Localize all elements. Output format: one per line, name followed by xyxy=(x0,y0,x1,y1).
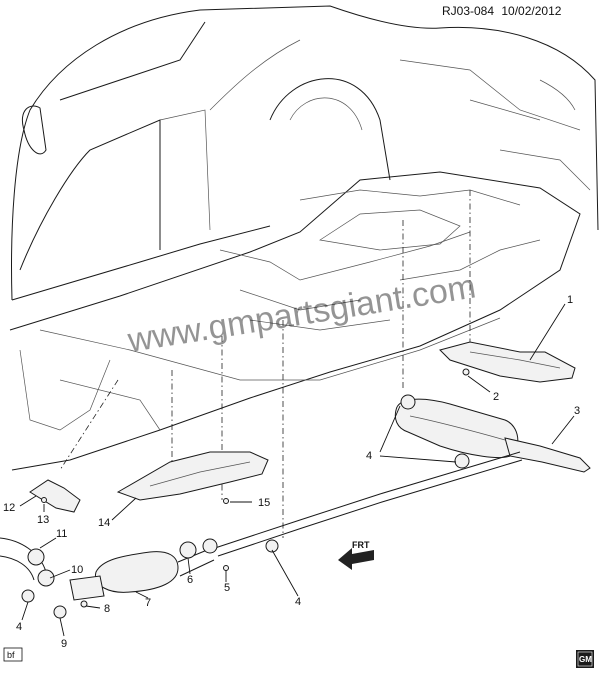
callout-labels: 1 2 3 4 4 4 5 6 7 8 9 10 11 12 13 14 15 xyxy=(3,294,580,650)
gm-logo-text: GM xyxy=(579,655,592,664)
callout-4: 4 xyxy=(366,450,372,462)
rear-muffler xyxy=(394,398,519,459)
vehicle-body xyxy=(11,5,599,301)
callout-7: 7 xyxy=(145,597,151,609)
callout-12: 12 xyxy=(3,502,15,514)
callout-3: 3 xyxy=(574,405,580,417)
front-heat-shield xyxy=(29,479,81,513)
front-direction-indicator: FRT xyxy=(338,540,374,570)
callout-6: 6 xyxy=(187,574,193,586)
underbody-floor xyxy=(9,171,581,471)
leader-lines xyxy=(19,303,575,637)
callout-1: 1 xyxy=(567,294,573,306)
center-heat-shield xyxy=(116,451,269,501)
drawing-date: 10/02/2012 xyxy=(501,4,562,18)
corner-tag-label: bf xyxy=(7,650,15,660)
callout-4: 4 xyxy=(16,621,22,633)
callout-9: 9 xyxy=(61,638,67,650)
callout-5: 5 xyxy=(224,582,230,594)
callout-13: 13 xyxy=(37,514,49,526)
drawing-ref-number: RJ03-084 xyxy=(442,4,495,18)
watermark-text: www.gmpartsgiant.com xyxy=(124,267,478,360)
callout-10: 10 xyxy=(71,564,83,576)
callout-14: 14 xyxy=(98,517,110,529)
alignment-lines xyxy=(59,190,471,538)
rear-heat-shield xyxy=(439,341,576,383)
drawing-reference: RJ03-084 10/02/2012 xyxy=(442,4,561,18)
callout-4: 4 xyxy=(295,596,301,608)
corner-tag: bf xyxy=(3,647,23,662)
gm-logo: GM xyxy=(576,650,594,668)
catalytic-converter xyxy=(94,551,179,593)
tail-pipe xyxy=(504,437,591,473)
callout-11: 11 xyxy=(56,528,67,540)
callout-8: 8 xyxy=(104,603,110,615)
callout-15: 15 xyxy=(258,497,270,509)
front-direction-label: FRT xyxy=(352,540,370,550)
callout-2: 2 xyxy=(493,391,499,403)
